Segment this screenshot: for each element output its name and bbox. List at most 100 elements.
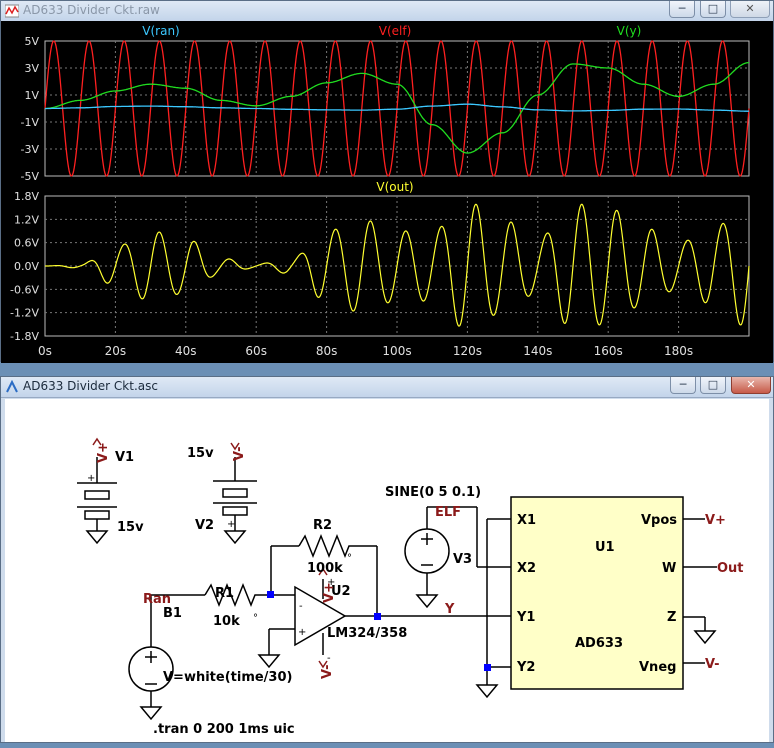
bottom-pane-ytick: 0.0V bbox=[14, 260, 39, 273]
r1-value: 10k bbox=[213, 614, 240, 629]
maximize-button[interactable]: □ bbox=[700, 1, 726, 18]
u2-model: LM324/358 bbox=[327, 626, 407, 641]
x-tick: 80s bbox=[316, 344, 338, 358]
pin-x2: X2 bbox=[517, 561, 536, 576]
schematic-drawing[interactable]: V1 15v 15v V2 R1 10k R2 100k U2 LM324/35… bbox=[5, 399, 771, 744]
top-pane-ytick: -5V bbox=[21, 170, 40, 183]
pin-z: Z bbox=[667, 610, 676, 625]
close-button[interactable]: ✕ bbox=[730, 1, 770, 18]
top-pane-ytick: -1V bbox=[21, 116, 40, 129]
v3-name: V3 bbox=[453, 552, 472, 567]
schematic-window: AD633 Divider Ckt.asc ─ □ ✕ bbox=[0, 376, 774, 743]
source-b1[interactable] bbox=[128, 594, 205, 721]
junctions bbox=[267, 591, 491, 671]
v2-name: V2 bbox=[195, 518, 214, 533]
supply-flags bbox=[92, 437, 328, 669]
u2-vp-sign: + bbox=[327, 577, 335, 588]
x-tick: 140s bbox=[523, 344, 552, 358]
u2-vminus-flag: V- bbox=[320, 664, 335, 679]
v1-plus-sign: + bbox=[87, 473, 95, 484]
x-tick: 120s bbox=[453, 344, 482, 358]
pin-y1: Y1 bbox=[516, 610, 535, 625]
legend-vran[interactable]: V(ran) bbox=[142, 24, 179, 38]
trace-vran bbox=[45, 103, 749, 112]
x-tick: 160s bbox=[594, 344, 623, 358]
waveform-plot[interactable]: 5V 3V 1V -1V -3V -5V V(ran) V(elf) V(y) 1.8V 1.2V… bbox=[1, 21, 773, 363]
minimize-button[interactable]: ─ bbox=[669, 1, 695, 18]
b1-expression: V=white(time/30) bbox=[163, 670, 292, 685]
schematic-minimize-button[interactable]: ─ bbox=[670, 377, 696, 394]
battery-v2[interactable] bbox=[213, 457, 257, 545]
schematic-app-icon bbox=[6, 380, 18, 393]
net-elf: ELF bbox=[435, 505, 461, 520]
v1-name: V1 bbox=[115, 450, 134, 465]
schematic-titlebar[interactable]: AD633 Divider Ckt.asc ─ □ ✕ bbox=[1, 377, 773, 398]
pin-w: W bbox=[662, 561, 676, 576]
legend-velf[interactable]: V(elf) bbox=[379, 24, 412, 38]
x-tick: 20s bbox=[105, 344, 127, 358]
r2-value: 100k bbox=[307, 561, 343, 576]
b1-name: B1 bbox=[163, 606, 182, 621]
v1-value: 15v bbox=[117, 520, 144, 535]
bottom-pane-ytick: 0.6V bbox=[14, 237, 39, 250]
top-pane-ytick: -3V bbox=[21, 143, 40, 156]
u2-name: U2 bbox=[331, 584, 351, 599]
trace-vy bbox=[45, 61, 749, 154]
ic-u1[interactable] bbox=[510, 496, 684, 690]
top-pane-ytick: 3V bbox=[24, 62, 39, 75]
pin-vneg: Vneg bbox=[639, 660, 676, 675]
bottom-pane-ytick: -1.2V bbox=[10, 307, 39, 320]
bottom-pane-ytick: 1.8V bbox=[14, 190, 39, 203]
waveform-titlebar[interactable]: AD633 Divider Ckt.raw ─ □ ✕ bbox=[1, 1, 773, 22]
v2-value: 15v bbox=[187, 446, 214, 461]
net-vminus: V- bbox=[705, 657, 720, 672]
top-pane-ytick: 1V bbox=[24, 89, 39, 102]
v1-plus-flag: V+ bbox=[96, 442, 111, 463]
bottom-pane[interactable]: 1.8V 1.2V 0.6V 0.0V -0.6V -1.2V -1.8V V(out) bbox=[10, 180, 750, 343]
waveform-window: AD633 Divider Ckt.raw ─ □ ✕ 5V 3V 1V -1V -3V… bbox=[0, 0, 774, 363]
resistor-r2[interactable] bbox=[270, 533, 378, 619]
pin-x1: X1 bbox=[517, 513, 536, 528]
bottom-pane-ytick: -1.8V bbox=[10, 330, 39, 343]
r1-name: R1 bbox=[215, 586, 234, 601]
waveform-app-icon bbox=[5, 4, 19, 18]
u1-model: AD633 bbox=[575, 636, 623, 651]
u1-name: U1 bbox=[595, 540, 615, 555]
u2-vplus-flag: V+ bbox=[322, 582, 337, 603]
trace-vout bbox=[45, 203, 750, 327]
x-tick: 180s bbox=[664, 344, 693, 358]
pin-y2: Y2 bbox=[516, 660, 535, 675]
u2-minus-sign: - bbox=[299, 601, 303, 612]
schematic-maximize-button[interactable]: □ bbox=[700, 377, 726, 394]
top-pane-ytick: 5V bbox=[24, 35, 39, 48]
opamp-u2[interactable] bbox=[257, 579, 377, 669]
plot-area[interactable]: 5V 3V 1V -1V -3V -5V V(ran) V(elf) V(y) 1.8V 1.2V… bbox=[1, 21, 773, 363]
r2-name: R2 bbox=[313, 518, 332, 533]
schematic-window-title: AD633 Divider Ckt.asc bbox=[23, 379, 158, 393]
r2-pin-dot: ° bbox=[347, 553, 352, 564]
tran-directive[interactable]: .tran 0 200 1ms uic bbox=[153, 722, 295, 737]
v3-value: SINE(0 5 0.1) bbox=[385, 485, 481, 500]
x-tick: 40s bbox=[175, 344, 197, 358]
v2-plus-sign: + bbox=[227, 519, 235, 530]
r1-pin-dot: ° bbox=[253, 613, 258, 624]
waveform-window-title: AD633 Divider Ckt.raw bbox=[23, 3, 160, 17]
net-vplus: V+ bbox=[705, 513, 726, 528]
v2-minus-flag: V- bbox=[232, 446, 247, 461]
legend-vout[interactable]: V(out) bbox=[376, 180, 413, 194]
source-v3[interactable] bbox=[404, 506, 515, 609]
legend-vy[interactable]: V(y) bbox=[617, 24, 642, 38]
trace-velf bbox=[44, 40, 750, 177]
battery-v1[interactable] bbox=[77, 457, 117, 545]
u2-vm-sign: - bbox=[327, 653, 331, 664]
pin-vpos: Vpos bbox=[641, 513, 677, 528]
net-out: Out bbox=[717, 561, 744, 576]
top-pane[interactable]: 5V 3V 1V -1V -3V -5V V(ran) V(elf) V(y) bbox=[21, 24, 750, 183]
x-tick: 100s bbox=[382, 344, 411, 358]
net-ran: Ran bbox=[143, 592, 171, 607]
schematic-close-button[interactable]: ✕ bbox=[731, 377, 771, 394]
bottom-pane-ytick: 1.2V bbox=[14, 213, 39, 226]
bottom-pane-ytick: -0.6V bbox=[10, 283, 39, 296]
x-tick: 60s bbox=[245, 344, 267, 358]
schematic-canvas[interactable]: V1 15v 15v V2 R1 10k R2 100k U2 LM324/35… bbox=[5, 399, 769, 742]
